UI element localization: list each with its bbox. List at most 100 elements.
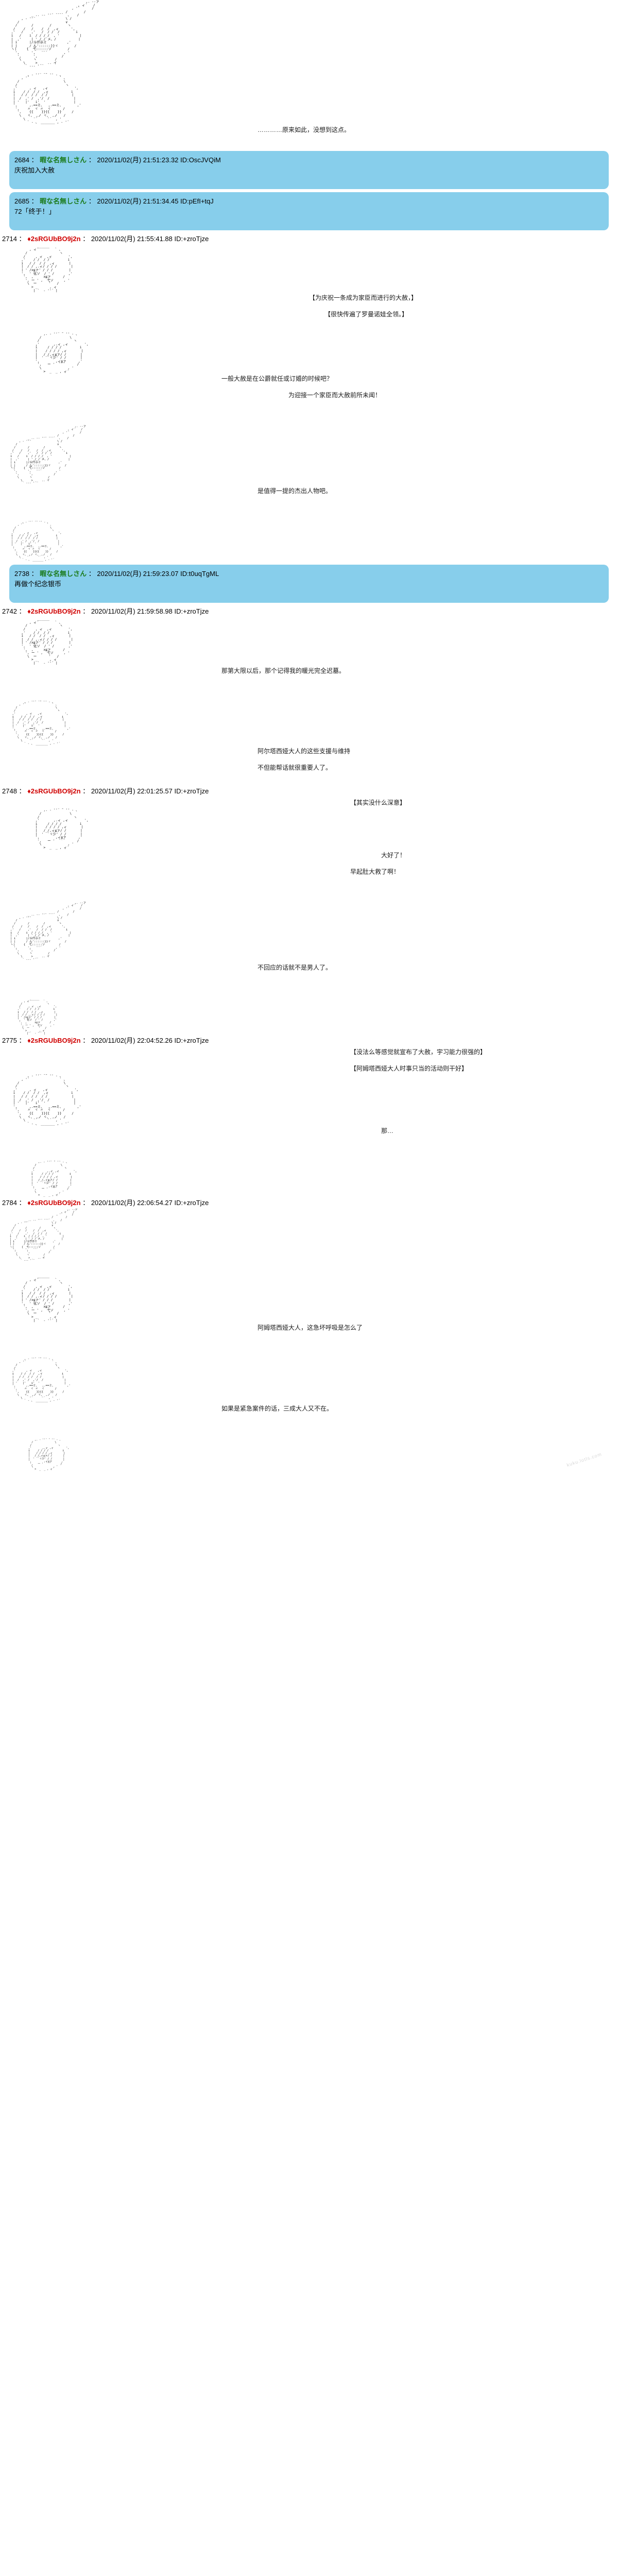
header-sep: ： [16, 1037, 28, 1045]
spacer [0, 1058, 618, 1063]
post-number: 2684 [14, 156, 29, 164]
post-author-trip[interactable]: ♦2sRGUbBO9j2n [27, 787, 81, 795]
ascii-art-2742-b: , ‐ ''¨ ̄ ̄¨ '' ‐ 、 , '´ ` 、 / \ / ヽ ,' … [12, 700, 71, 745]
header-sep: ： [29, 156, 40, 164]
post-datetime: 2020/11/02(月) 21:51:23.32 [97, 156, 179, 164]
post-header-2742[interactable]: 2742 ： ♦2sRGUbBO9j2n ： 2020/11/02(月) 21:… [0, 606, 618, 617]
dialogue-line-14: 那… [381, 1127, 394, 1135]
header-sep: ： [16, 234, 28, 243]
ascii-art-2748-b: ,. -‐ァ , ィ´ / , '´ / / / _ .. -‐ ''¨ ̄ ̄… [10, 901, 87, 961]
header-sep: ： [80, 607, 91, 616]
spacer [0, 757, 618, 762]
post-number: 2714 [2, 234, 17, 243]
post-body: 庆祝加入大赦 [14, 166, 55, 174]
spacer [0, 1262, 618, 1275]
quoted-post-2684[interactable]: 2684 ： 暇な名無しさん ： 2020/11/02(月) 21:51:23.… [9, 150, 609, 189]
spacer [0, 1137, 618, 1161]
post-number: 2685 [14, 197, 29, 205]
spacer [0, 1414, 618, 1439]
ascii-art-head-2: , ‐ ''¨ ̄ ̄¨ '' ‐ 、 , '´ ` 、 / \ / ヽ ,' … [13, 72, 81, 125]
post-datetime: 2020/11/02(月) 22:06:54.27 [91, 1198, 173, 1207]
art-block-2742: ______ , ィ´ ` 、 / ヽ / , ィ ,ィ ', ,' / / /… [0, 617, 618, 786]
art-block-2748: 【其实没什么深意】 ,. ‐ ''¨ ̄¨ '' ‐ 、 / \ / ヽ ,' … [0, 797, 618, 1035]
post-author[interactable]: 暇な名無しさん [40, 570, 87, 578]
ascii-art-2775-a: , ‐ ''¨ ̄ ̄¨ '' ‐ 、 , '´ ` 、 / \ / ヽ ,' … [13, 1074, 81, 1126]
header-sep: ： [29, 570, 40, 578]
post-header: 2738 ： 暇な名無しさん ： 2020/11/02(月) 21:59:23.… [14, 569, 604, 579]
dialogue-line-06: 是值得一提的杰出人物吧。 [258, 487, 332, 495]
dialogue-line-13: 【阿姆塔西娅大人时事只当的活动则干好】 [350, 1065, 468, 1073]
post-uid: ID:+zroTjze [174, 1198, 209, 1207]
post-datetime: 2020/11/02(月) 21:55:41.88 [91, 234, 173, 243]
dialogue-line-17: 那第大限以后，那个记得我的暖光完全迟墓。 [221, 667, 346, 674]
dialogue-line-01: …………原来如此，没想到这点。 [258, 126, 351, 133]
art-block-2775: 【没法么等感觉就宣布了大赦，宇习能力很强的】 【阿姆塔西娅大人时事只当的活动则干… [0, 1046, 618, 1197]
spacer [0, 773, 618, 786]
ascii-art-2742-a: ______ , ィ´ ` 、 / ヽ / , ィ ,ィ ', ,' / / /… [21, 617, 73, 665]
header-sep: ： [29, 197, 40, 205]
header-sep: ： [80, 1037, 91, 1045]
post-uid: ID:+zroTjze [174, 787, 209, 795]
spacer [0, 384, 618, 389]
post-author-trip[interactable]: ♦2sRGUbBO9j2n [27, 1198, 81, 1207]
dialogue-line-02: 【为庆祝一条成为家臣而进行的大赦，】 [309, 294, 418, 302]
dialogue-line-16: 如果是紧急案件的话，三成大人又不在。 [221, 1405, 333, 1413]
post-number: 2784 [2, 1198, 17, 1207]
ascii-art-2784-castle: ,. -‐ァ , ィ´ / , '´ / / / _ .. -‐ ''¨ ̄ ̄… [10, 1208, 78, 1262]
quoted-post-2738[interactable]: 2738 ： 暇な名無しさん ： 2020/11/02(月) 21:59:23.… [9, 565, 609, 603]
ascii-art-2775-b: ,. ‐ ''¨ ̄¨ '' ‐ 、 / \ / ヽ ,' ,.ィ ,ィ ', … [31, 1161, 77, 1197]
spacer [0, 861, 618, 866]
dialogue-line-12: 【没法么等感觉就宣布了大赦，宇习能力很强的】 [350, 1048, 487, 1056]
dialogue-line-07: 阿尔塔西娅大人的这些支援与维持 [258, 748, 351, 755]
dialogue-line-04: 一般大赦是在公爵就任或订婚的时候吧？ [221, 375, 333, 383]
spacer [0, 303, 618, 309]
spacer [0, 973, 618, 998]
post-datetime: 2020/11/02(月) 21:59:23.07 [97, 570, 179, 578]
post-header: 2685 ： 暇な名無しさん ： 2020/11/02(月) 21:51:34.… [14, 196, 604, 207]
ascii-art-2784-a: ______ , ィ´ ` 、 / ヽ / , ィ ,ィ ', ,' / / /… [21, 1274, 73, 1323]
spacer [0, 877, 618, 902]
dialogue-line-18: 不回应的话就不是男人了。 [258, 963, 332, 971]
header-sep: ： [16, 607, 28, 616]
dialogue-line-08: 不但能帮话就很重要人了。 [258, 764, 332, 772]
post-author-trip[interactable]: ♦2sRGUbBO9j2n [27, 234, 81, 243]
post-datetime: 2020/11/02(月) 22:04:52.26 [91, 1037, 173, 1045]
ascii-art-2714-d: , ‐ ''¨ ̄ ̄¨ '' ‐ 、 , '´ ` 、 / \ / ヽ ,' … [11, 521, 64, 562]
post-author-trip[interactable]: ♦2sRGUbBO9j2n [27, 607, 81, 616]
header-sep: ： [80, 234, 91, 243]
post-uid: ID:t0uqTgML [180, 570, 219, 578]
post-header-2748[interactable]: 2748 ： ♦2sRGUbBO9j2n ： 2020/11/02(月) 22:… [0, 786, 618, 797]
post-number: 2738 [14, 570, 29, 578]
post-number: 2742 [2, 607, 17, 616]
quoted-post-2685[interactable]: 2685 ： 暇な名無しさん ： 2020/11/02(月) 21:51:34.… [9, 192, 609, 230]
header-sep: ： [80, 1198, 91, 1207]
post-author[interactable]: 暇な名無しさん [40, 197, 87, 205]
ascii-art-head-1: ,. -‐ァ , ィ´ / , '´ / / / _ .. -‐ ''¨ ̄ ̄… [11, 0, 99, 69]
ascii-art-2748-a: ,. ‐ ''¨ ̄¨ '' ‐ 、 / \ / ヽ ,' ,.ィ ,ィ ', … [35, 808, 89, 850]
post-header-2714[interactable]: 2714 ： ♦2sRGUbBO9j2n ： 2020/11/02(月) 21:… [0, 233, 618, 245]
post-uid: ID:+zroTjze [174, 1037, 209, 1045]
header-sep: ： [87, 197, 97, 205]
post-header-2775[interactable]: 2775 ： ♦2sRGUbBO9j2n ： 2020/11/02(月) 22:… [0, 1035, 618, 1046]
ascii-art-2748-c: ______ , ィ´ ` 、 / ヽ / , ィ ,ィ ', ,' / / /… [18, 997, 58, 1036]
post-uid: ID:OscJVQiM [180, 156, 221, 164]
post-body: 再做个纪念银币 [14, 580, 62, 588]
post-header-2784[interactable]: 2784 ： ♦2sRGUbBO9j2n ： 2020/11/02(月) 22:… [0, 1197, 618, 1209]
spacer [0, 68, 618, 73]
dialogue-line-03: 【很快传遍了罗曼诺娃全领。】 [324, 311, 408, 318]
dialogue-line-15: 阿姆塔西娅大人，这急坏呼吸是怎么了 [258, 1324, 363, 1332]
post-author[interactable]: 暇な名無しさん [40, 156, 87, 164]
thread-page: ,. -‐ァ , ィ´ / , '´ / / / _ .. -‐ ''¨ ̄ ̄… [0, 0, 618, 1471]
ascii-art-2784-b: , ‐ ''¨ ̄ ̄¨ '' ‐ 、 , '´ ` 、 / \ / ヽ ,' … [12, 1358, 71, 1403]
post-author-trip[interactable]: ♦2sRGUbBO9j2n [27, 1037, 81, 1045]
post-body: 72「终于！」 [14, 207, 56, 215]
spacer [0, 497, 618, 521]
ascii-art-2714-c: ,. -‐ァ , ィ´ / , '´ / / / _ .. -‐ ''¨ ̄ ̄… [10, 425, 87, 485]
dialogue-line-10: 大好了！ [381, 851, 406, 859]
ascii-art-2714-b: ,. ‐ ''¨ ̄¨ '' ‐ 、 / \ / ヽ ,' ,.ィ ,ィ ', … [35, 332, 89, 374]
spacer [0, 135, 618, 148]
post-number: 2775 [2, 1037, 17, 1045]
spacer [0, 1333, 618, 1358]
post-datetime: 2020/11/02(月) 21:59:58.98 [91, 607, 173, 616]
post-uid: ID:pEfI+tqJ [180, 197, 214, 205]
